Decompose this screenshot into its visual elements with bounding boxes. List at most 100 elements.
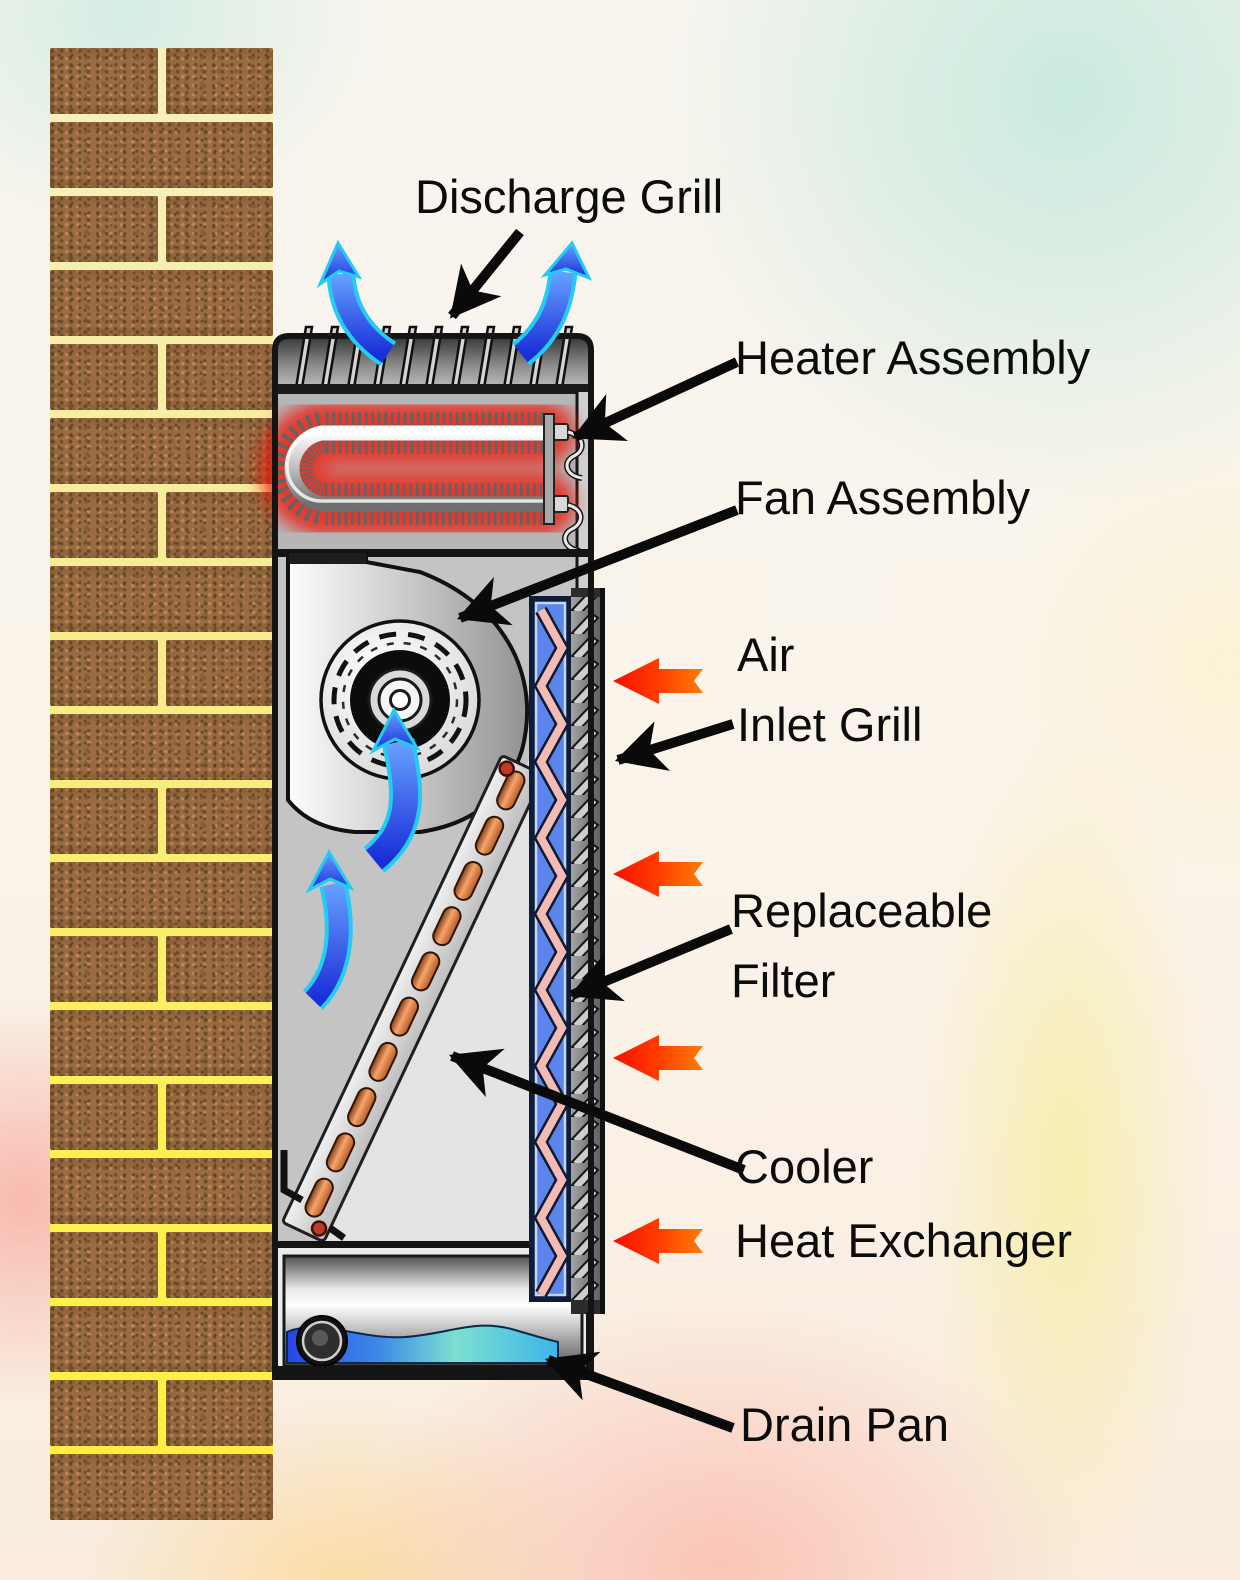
fan-outlet-duct: [289, 553, 366, 564]
brick-row: [50, 418, 273, 484]
brick: [165, 1084, 273, 1150]
coil-tube: [496, 770, 526, 811]
inlet-grill-louvers: [571, 588, 602, 1314]
brick: [50, 270, 273, 336]
callout-cooler-heat-exchanger: [448, 1048, 746, 1175]
brick-row: [50, 1232, 273, 1298]
brick: [50, 196, 158, 262]
coil-bracket: [280, 1150, 304, 1204]
coil-bracket: [327, 1225, 347, 1241]
airflow-internal-arrows: [302, 706, 423, 1010]
airflow-arrowhead: [540, 240, 593, 281]
brick: [50, 788, 158, 854]
airflow-arrowhead: [305, 848, 355, 894]
brick: [50, 48, 158, 114]
brick-row: [50, 492, 273, 558]
brick-row: [50, 788, 273, 854]
brick-row: [50, 1380, 273, 1446]
brick: [50, 936, 158, 1002]
coil-tube: [432, 906, 462, 947]
brick: [50, 640, 158, 706]
coil-tube: [304, 1177, 334, 1218]
coil-tube: [389, 996, 420, 1037]
brick-row: [50, 714, 273, 780]
label-filter: Filter: [731, 954, 836, 1007]
brick: [50, 492, 158, 558]
brick: [165, 48, 273, 114]
brick: [50, 418, 273, 484]
callout-fan-assembly: [456, 505, 739, 626]
heater-mount-plate: [543, 413, 555, 525]
coil-tube: [368, 1041, 398, 1082]
brick-row: [50, 1158, 273, 1224]
airflow-out-arrows: [316, 239, 593, 367]
inlet-air-arrow: [613, 1218, 703, 1264]
brick-row: [50, 936, 273, 1002]
callout-replaceable-filter: [569, 924, 733, 1002]
heater-terminal: [553, 423, 569, 441]
brick-row: [50, 1306, 273, 1372]
label-replaceable: Replaceable: [731, 884, 993, 937]
brick-row: [50, 640, 273, 706]
label-inlet-grill: Inlet Grill: [737, 698, 923, 751]
brick: [165, 492, 273, 558]
brick-row: [50, 344, 273, 410]
cooler-heat-exchanger: [282, 755, 544, 1242]
brick: [50, 1158, 273, 1224]
air-inlet-grill: [571, 588, 605, 1314]
brick: [50, 1084, 158, 1150]
brick: [165, 1380, 273, 1446]
coil-tube: [474, 815, 505, 856]
brick-row: [50, 48, 273, 114]
filter-pleats: [536, 608, 567, 1296]
brick-row: [50, 196, 273, 262]
inlet-air-arrow: [613, 658, 703, 704]
brick-row: [50, 1010, 273, 1076]
label-heat-exchanger: Heat Exchanger: [735, 1214, 1073, 1267]
coil-screw: [310, 1220, 328, 1237]
inlet-air-arrow: [613, 1035, 703, 1081]
brick: [50, 1232, 158, 1298]
replaceable-filter: [529, 596, 572, 1302]
heater-terminal: [553, 495, 569, 513]
brick: [165, 936, 273, 1002]
coil-tube: [410, 951, 441, 992]
inlet-air-arrow: [613, 851, 703, 897]
brick: [50, 714, 273, 780]
callout-inlet-grill: [614, 719, 735, 771]
coil-tube: [453, 860, 483, 901]
brick-row: [50, 862, 273, 928]
coil-tube: [325, 1132, 356, 1173]
airflow-arrowhead: [369, 706, 421, 755]
brick: [50, 862, 273, 928]
brick: [50, 122, 273, 188]
label-discharge-grill: Discharge Grill: [415, 170, 724, 223]
brick: [50, 1454, 273, 1520]
brick: [50, 344, 158, 410]
brick: [165, 344, 273, 410]
brick-wall: [50, 48, 273, 1520]
callout-discharge-grill: [448, 228, 524, 320]
label-heater-assembly: Heater Assembly: [735, 331, 1091, 384]
brick-row: [50, 566, 273, 632]
brick: [165, 640, 273, 706]
brick-row: [50, 270, 273, 336]
brick: [165, 196, 273, 262]
callout-arrows: [448, 228, 746, 1433]
coil-tube: [347, 1087, 377, 1128]
label-air: Air: [737, 628, 795, 681]
callout-drain-pan: [544, 1351, 735, 1433]
brick-row: [50, 1084, 273, 1150]
brick-row: [50, 122, 273, 188]
heater-assembly: [260, 401, 585, 554]
label-fan-assembly: Fan Assembly: [735, 471, 1031, 524]
brick-row: [50, 1454, 273, 1520]
airflow-arrowhead: [316, 239, 363, 289]
brick: [50, 1010, 273, 1076]
brick: [165, 1232, 273, 1298]
brick: [50, 1306, 273, 1372]
brick: [165, 788, 273, 854]
label-cooler: Cooler: [735, 1140, 874, 1193]
